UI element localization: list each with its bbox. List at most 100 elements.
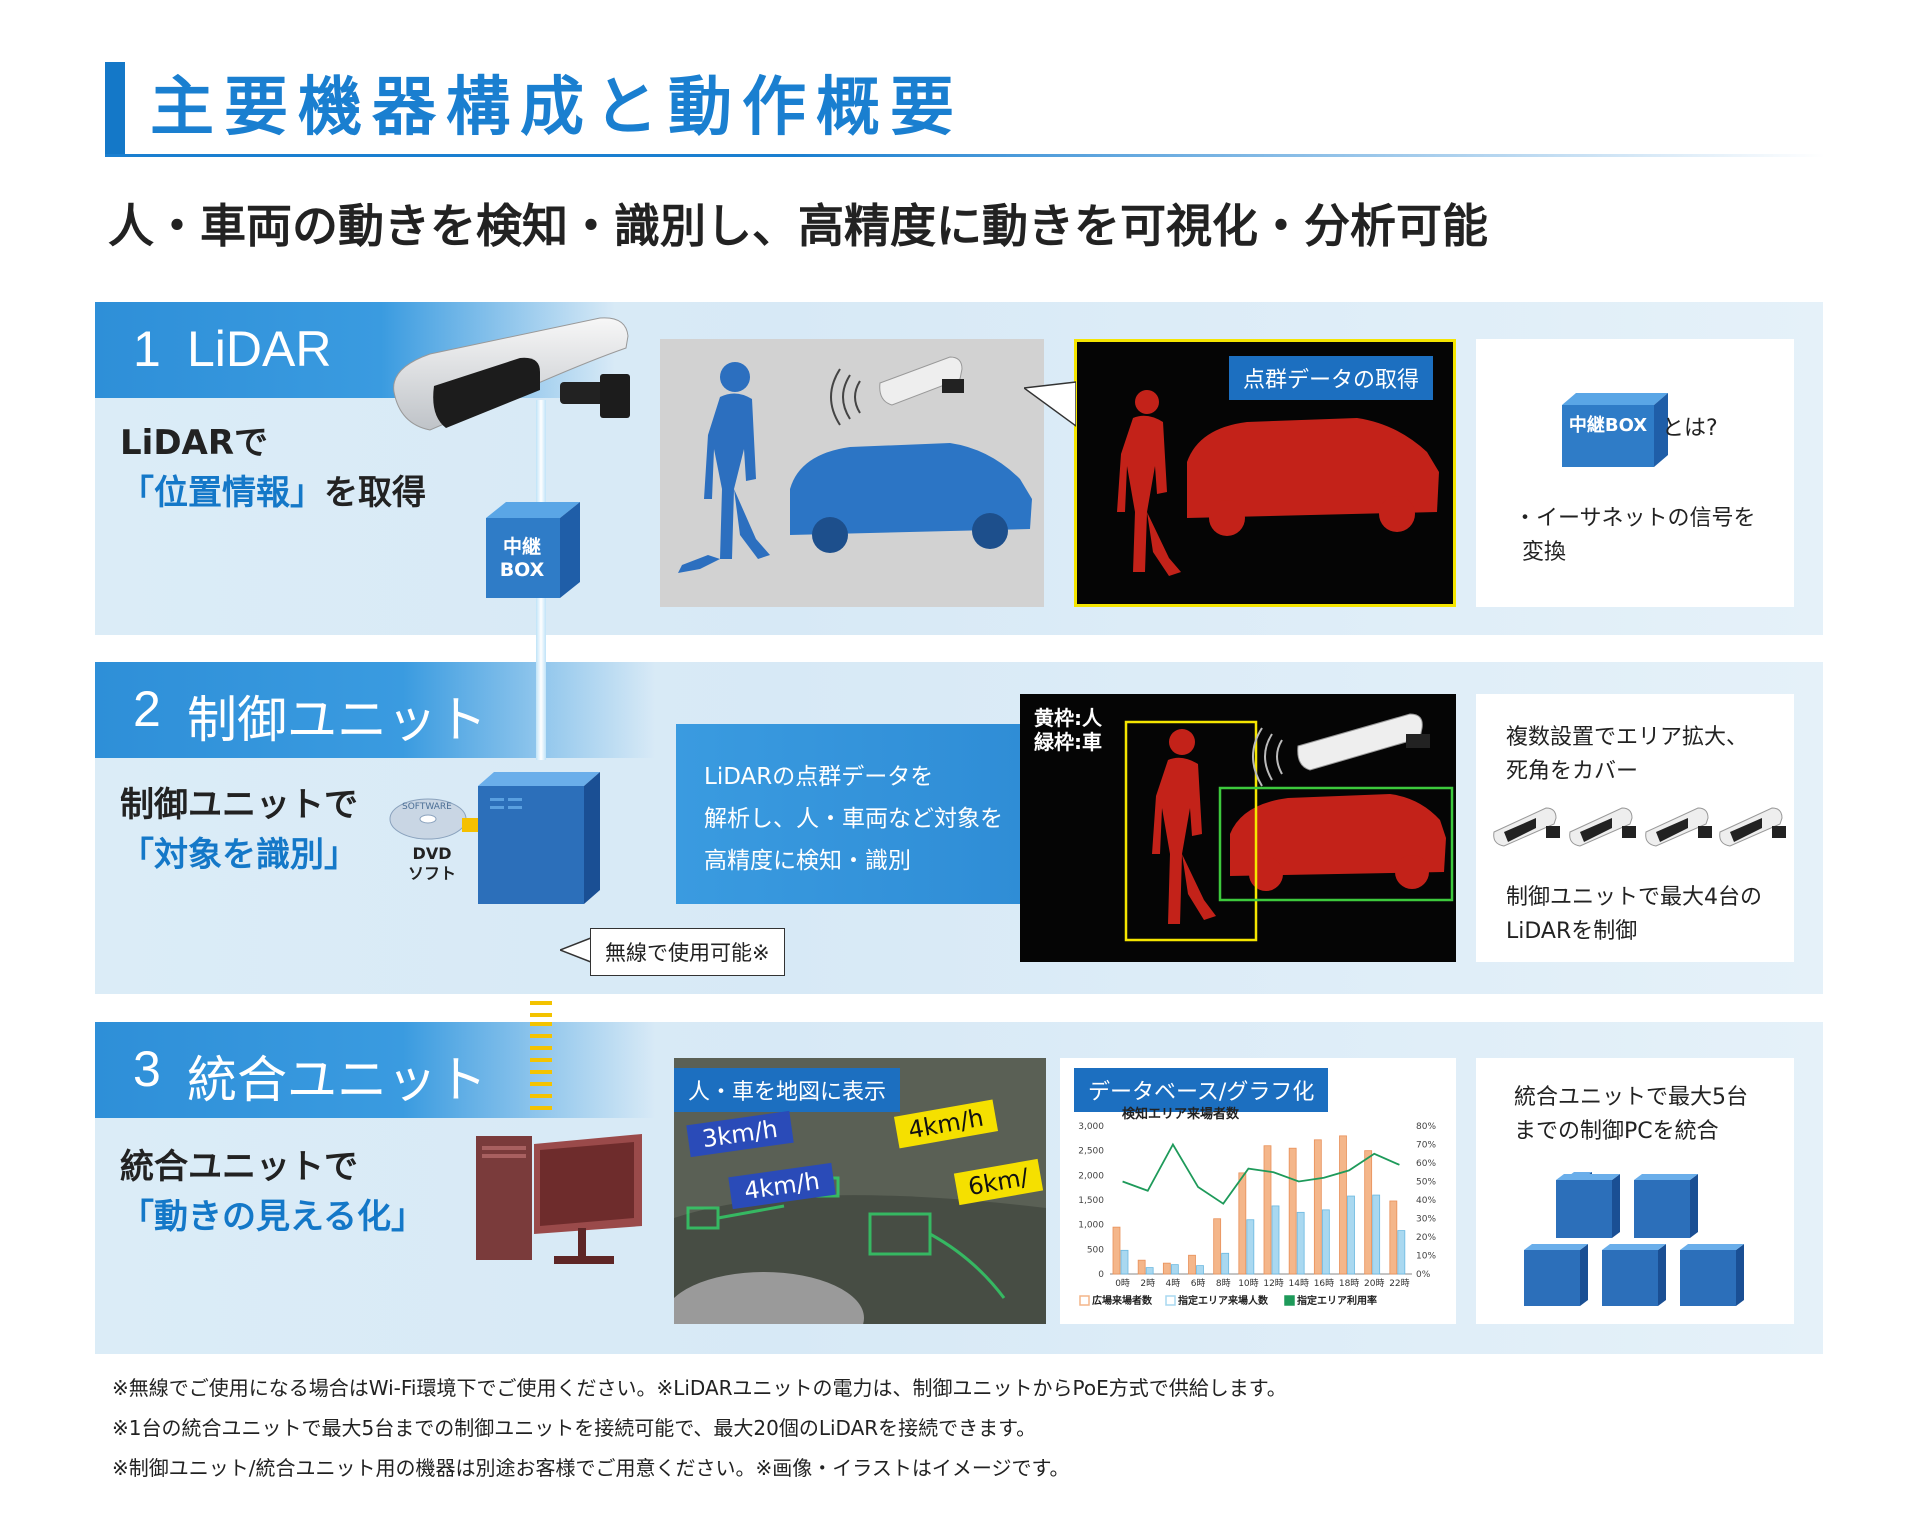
description-tail: を取得 [324, 473, 426, 513]
y2-tick-label: 40% [1416, 1196, 1436, 1206]
x-tick-label: 4時 [1166, 1278, 1181, 1289]
person-car-illustration [678, 356, 1032, 573]
info-line: 複数設置でエリア拡大、 [1506, 725, 1749, 750]
x-tick-label: 22時 [1389, 1278, 1409, 1289]
relay-box-small-icon [1562, 393, 1668, 467]
chart-bar [1196, 1265, 1204, 1275]
chart-bar [1137, 1259, 1146, 1275]
chart-bar [1339, 1135, 1347, 1275]
chart-bar [1313, 1139, 1322, 1275]
chart-bar [1296, 1211, 1305, 1275]
x-tick-label: 20時 [1364, 1278, 1384, 1289]
footnote: ※1台の統合ユニットで最大5台までの制御ユニットを接続可能で、最大20個のLiD… [112, 1416, 1037, 1440]
chart-bar [1145, 1267, 1154, 1275]
chart-bar [1188, 1254, 1196, 1275]
description-highlight: 「位置情報」 [120, 473, 324, 513]
x-tick-label: 8時 [1216, 1278, 1231, 1289]
info-line: 死角をカバー [1506, 759, 1639, 784]
y-tick-label: 2,000 [1078, 1171, 1104, 1181]
section-control-unit-tab: 2 制御ユニット [95, 662, 655, 758]
identification-illustration [1124, 713, 1454, 942]
analysis-description-box: LiDARの点群データを 解析し、人・車両など対象を 高精度に検知・識別 [676, 724, 1020, 904]
description-highlight: 「対象を識別」 [120, 835, 358, 875]
y-tick-label: 1,500 [1078, 1196, 1104, 1206]
analysis-line: 高精度に検知・識別 [704, 848, 911, 874]
control-pc-stack-icon [1524, 1172, 1744, 1306]
dvd-label-line: ソフト [408, 864, 457, 883]
chart-bar [1397, 1230, 1406, 1275]
control-unit-icon [478, 772, 600, 904]
computer-icon [476, 1134, 642, 1264]
section-integration-unit-description: 統合ユニットで 「動きの見える化」 [120, 1142, 425, 1242]
chart-bar [1246, 1219, 1255, 1275]
y2-tick-label: 0% [1416, 1270, 1431, 1280]
x-tick-label: 18時 [1339, 1278, 1359, 1289]
title-accent-bar [105, 62, 125, 156]
y-tick-label: 0 [1098, 1270, 1104, 1280]
dvd-label: DVD ソフト [408, 844, 456, 884]
chart-bar [1347, 1195, 1355, 1275]
wireless-signal [530, 1022, 552, 1118]
legend-swatch [1079, 1295, 1090, 1306]
title-underline [105, 154, 1825, 157]
relay-box-small-label: 中継BOX [1568, 415, 1648, 436]
relay-box-label: 中継BOX [499, 536, 545, 581]
legend-label: 広場来場者数 [1092, 1294, 1153, 1307]
graph-label: データベース/グラフ化 [1074, 1068, 1329, 1112]
section-lidar-description: LiDARで 「位置情報」を取得 [120, 418, 426, 518]
frame-legend-line: 緑枠:車 [1034, 730, 1102, 754]
connection-line [536, 640, 546, 760]
identification-panel: 黄枠:人 緑枠:車 [1020, 694, 1456, 962]
legend-label: 指定エリア来場人数 [1178, 1294, 1269, 1307]
info-line: 統合ユニットで最大5台 [1514, 1085, 1748, 1110]
relay-box-info-line: 変換 [1522, 540, 1567, 565]
map-label: 人・車を地図に表示 [674, 1068, 901, 1112]
chart-bar [1288, 1147, 1297, 1275]
y2-tick-label: 80% [1416, 1122, 1436, 1132]
description-line: LiDARで [120, 423, 269, 463]
description-line: 統合ユニットで [120, 1147, 358, 1187]
section-number: 1 [133, 321, 161, 377]
x-tick-label: 6時 [1191, 1278, 1206, 1289]
chart-bar [1321, 1209, 1330, 1275]
chart-bar [1271, 1205, 1280, 1275]
chart-title: 検知エリア来場者数 [1122, 1106, 1240, 1122]
section-integration-unit-tab: 3 統合ユニット [95, 1022, 655, 1118]
y2-tick-label: 60% [1416, 1159, 1436, 1169]
chart-line-series [1122, 1142, 1400, 1205]
chart-bar [1170, 1264, 1179, 1275]
info-line: 制御ユニットで最大4台の [1506, 885, 1762, 910]
x-tick-label: 10時 [1238, 1278, 1258, 1289]
point-cloud-panel: 点群データの取得 [1074, 339, 1456, 607]
chart-bar [1389, 1200, 1398, 1275]
y2-tick-label: 50% [1416, 1178, 1436, 1188]
legend-swatch [1165, 1295, 1176, 1306]
y-tick-label: 3,000 [1078, 1122, 1104, 1132]
x-tick-label: 2時 [1140, 1278, 1155, 1289]
legend-label: 指定エリア利用率 [1297, 1294, 1377, 1307]
chart-bar [1364, 1150, 1373, 1275]
point-cloud-label: 点群データの取得 [1228, 356, 1433, 400]
analysis-text: LiDARの点群データを 解析し、人・車両など対象を 高精度に検知・識別 [704, 756, 1003, 882]
y2-tick-label: 30% [1416, 1215, 1436, 1225]
integration-info-panel: 統合ユニットで最大5台 までの制御PCを統合 [1476, 1058, 1794, 1324]
y-tick-label: 1,000 [1078, 1221, 1104, 1231]
section-control-unit-description: 制御ユニットで 「対象を識別」 [120, 780, 358, 880]
footnote: ※制御ユニット/統合ユニット用の機器は別途お客様でご用意ください。※画像・イラス… [112, 1456, 1070, 1480]
chart-bar [1112, 1226, 1121, 1275]
callout-pointer [1024, 381, 1076, 427]
y2-tick-label: 10% [1416, 1252, 1436, 1262]
map-panel: 人・車を地図に表示 3km/h 4km/h 4km/h 6km/ [674, 1058, 1046, 1324]
description-line: 制御ユニットで [120, 785, 358, 825]
x-tick-label: 14時 [1289, 1278, 1309, 1289]
lidar-device-icon [393, 317, 630, 431]
analysis-line: LiDARの点群データを [704, 764, 934, 790]
chart-bar [1120, 1249, 1129, 1275]
relay-box-question: とは? [1662, 416, 1718, 441]
legend-swatch [1284, 1295, 1295, 1306]
chart-bar [1213, 1218, 1222, 1275]
y2-tick-label: 20% [1416, 1233, 1436, 1243]
wireless-note: 無線で使用可能※ [590, 928, 785, 976]
dvd-label-line: DVD [412, 844, 452, 863]
